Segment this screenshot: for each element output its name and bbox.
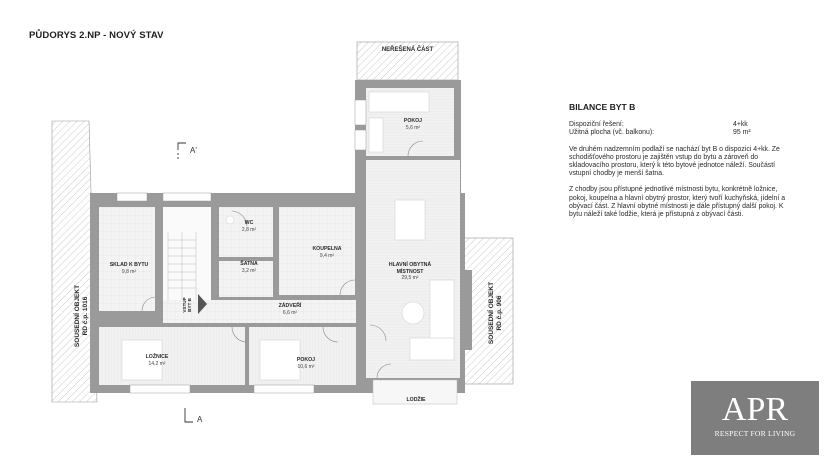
logo-tagline: RESPECT FOR LIVING	[714, 429, 796, 438]
unresolved-area-label: NEŘEŠENÁ ČÁST	[381, 47, 434, 53]
neighbor-left-hatch	[51, 120, 98, 403]
room-area: 14,2 m²	[148, 360, 166, 367]
room-name: LOŽNICE	[145, 354, 169, 360]
drawing-title: PŮDORYS 2.NP - NOVÝ STAV	[29, 30, 164, 41]
neighbor-right-label: SOUSEDNÍ OBJEKT RD č.p. 906	[488, 273, 504, 353]
room-name: HLAVNÍ OBYTNÁ	[388, 262, 432, 268]
logo-main-text: APR	[721, 391, 789, 428]
summary-paragraph-2: Z chodby jsou přístupné jednotlivé místn…	[569, 186, 786, 219]
neighbor-left-line2: RD č.p. 1016	[82, 296, 89, 336]
room-area: 5,6 m²	[405, 124, 421, 131]
room-area: 10,6 m²	[297, 363, 315, 370]
summary-row-area: Užitná plocha (vč. balkonu): 95 m²	[569, 129, 757, 137]
neighbor-left-label: SOUSEDNÍ OBJEKT RD č.p. 1016	[74, 276, 90, 356]
room-area: 2,8 m²	[241, 226, 257, 233]
room-name: ŠATNA	[240, 261, 258, 267]
room-lodzie: LODŽIE	[396, 397, 436, 404]
room-name: POKOJ	[296, 357, 316, 363]
summary-row-layout: Dispoziční řešení: 4+kk	[569, 121, 757, 129]
room-name: KOUPELNA	[312, 246, 342, 252]
room-sklad: SKLAD K BYTU 9,8 m²	[104, 262, 154, 275]
room-pokoj-bottom: POKOJ 10,6 m²	[286, 357, 326, 370]
floor-plan-drawing	[51, 41, 514, 423]
room-area: 3,2 m²	[241, 267, 257, 274]
room-koupelna: KOUPELNA 9,4 m²	[302, 246, 352, 259]
row-label: Užitná plocha (vč. balkonu):	[569, 129, 655, 137]
entrance-label: VSTUP BYT B	[182, 290, 192, 320]
section-mark-bottom: A	[197, 415, 203, 424]
room-wc: WC 2,8 m²	[234, 220, 264, 233]
room-name: ZÁDVEŘÍ	[278, 303, 302, 309]
room-name: SKLAD K BYTU	[109, 262, 149, 268]
room-pokoj-top: POKOJ 5,6 m²	[393, 118, 433, 131]
summary-heading: BILANCE BYT B	[569, 102, 636, 112]
row-label: Dispoziční řešení:	[569, 121, 624, 129]
row-value: 95 m²	[733, 129, 751, 137]
room-area: 29,5 m²	[401, 275, 419, 281]
room-satna: ŠATNA 3,2 m²	[232, 261, 266, 274]
room-loznice: LOŽNICE 14,2 m²	[137, 354, 177, 367]
row-value: 4+kk	[733, 121, 748, 129]
room-name: POKOJ	[403, 118, 423, 124]
room-name: LODŽIE	[406, 397, 426, 403]
room-zadveri: ZÁDVEŘÍ 6,6 m²	[270, 303, 310, 316]
neighbor-left-line1: SOUSEDNÍ OBJEKT	[74, 284, 81, 348]
room-hlavni-obytna: HLAVNÍ OBYTNÁ MÍSTNOST 29,5 m²	[380, 262, 440, 282]
floor-plan: A' A NEŘEŠENÁ ČÁST SOUSEDNÍ OBJEKT RD č.…	[51, 41, 514, 424]
neighbor-right-line2: RD č.p. 906	[496, 295, 503, 331]
room-area: 9,4 m²	[319, 252, 335, 259]
summary-paragraph-1: Ve druhém nadzemním podlaží se nachází b…	[569, 145, 780, 178]
room-area: 6,6 m²	[282, 309, 298, 316]
neighbor-right-line1: SOUSEDNÍ OBJEKT	[488, 281, 495, 345]
apr-logo: APR RESPECT FOR LIVING	[691, 381, 819, 455]
section-mark-top: A'	[190, 146, 197, 155]
entrance-line2: BYT B	[187, 298, 192, 312]
room-area: 9,8 m²	[121, 268, 137, 275]
unresolved-hatch	[356, 41, 459, 81]
room-name-line2: MÍSTNOST	[396, 268, 424, 275]
apartment-summary: BILANCE BYT B Dispoziční řešení: 4+kk Už…	[569, 103, 809, 219]
room-name: WC	[244, 220, 254, 226]
